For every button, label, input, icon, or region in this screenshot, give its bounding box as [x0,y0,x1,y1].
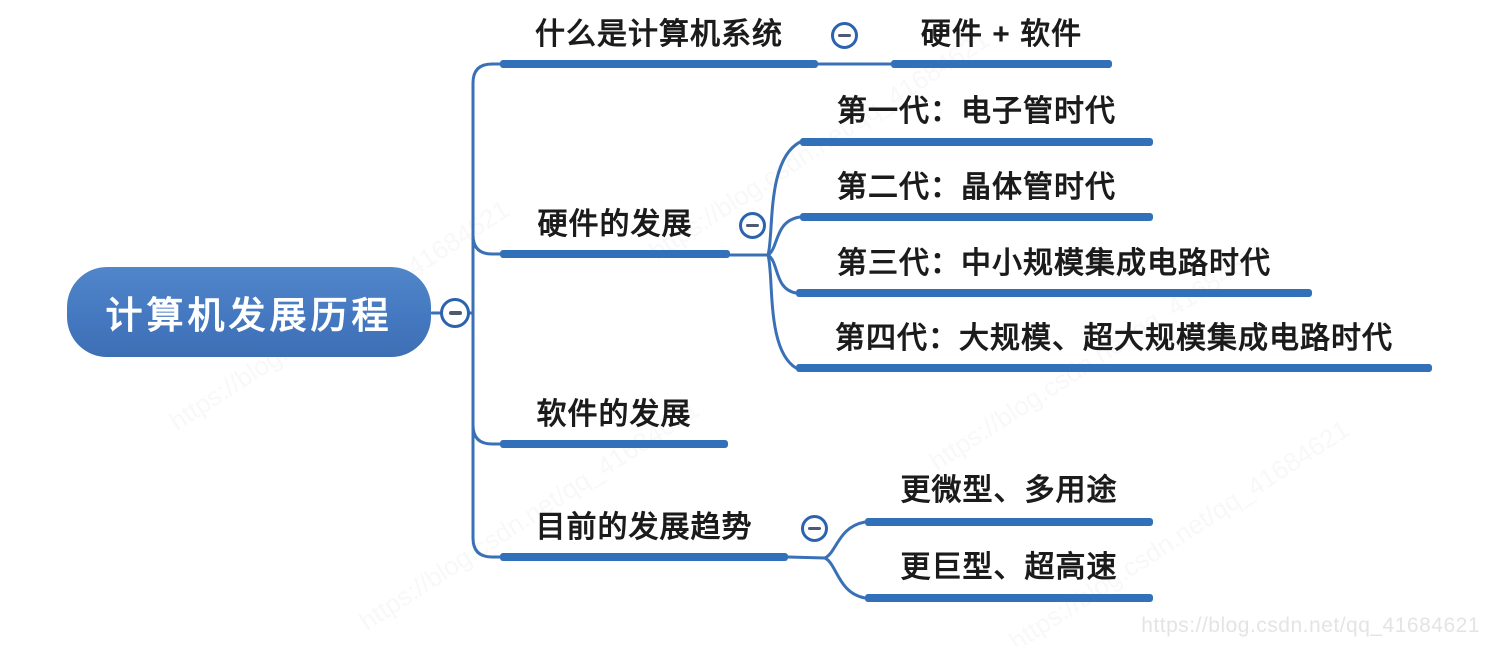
node-hardware-gen4[interactable]: 第四代：大规模、超大规模集成电路时代 [835,322,1393,355]
node-hardware-gen3[interactable]: 第三代：中小规模集成电路时代 [837,247,1271,280]
node-hardware[interactable]: 硬件的发展 [537,208,693,241]
minus-icon [746,223,759,228]
branch-bar-gen2 [800,213,1153,221]
branch-bar-system [500,60,818,68]
node-hardware-gen1[interactable]: 第一代：电子管时代 [837,95,1116,128]
connector-hardware-gen1 [766,140,802,257]
node-hardware-gen2[interactable]: 第二代：晶体管时代 [837,171,1116,204]
root-node[interactable]: 计算机发展历程 [67,267,431,357]
collapse-root-button[interactable] [440,298,470,328]
minus-icon [448,311,462,315]
connector-hardware-gen4 [766,253,798,370]
node-trend[interactable]: 目前的发展趋势 [535,511,753,544]
node-system-child[interactable]: 硬件 + 软件 [920,18,1083,51]
connector-branch-software [471,423,502,446]
collapse-hardware-button[interactable] [739,212,766,239]
branch-bar-software [500,440,728,448]
connector-trend-junction [786,555,827,560]
branch-bar-trend-child2 [865,594,1153,602]
branch-bar-gen1 [800,138,1153,146]
branch-bar-hardware [500,250,730,258]
branch-bar-trend [500,553,788,561]
node-system[interactable]: 什么是计算机系统 [535,18,783,51]
minus-icon [838,33,851,38]
connector-hardware-gen2 [766,215,802,257]
branch-bar-system-child [891,60,1112,68]
connector-branch-hardware [471,233,502,256]
branch-bar-gen4 [796,364,1432,372]
collapse-trend-button[interactable] [801,515,828,542]
connector-trend-child1 [823,520,867,560]
branch-bar-gen3 [796,289,1312,297]
connector-trend-child2 [823,556,867,600]
branch-bar-trend-child1 [865,518,1153,526]
node-software[interactable]: 软件的发展 [536,398,692,431]
connector-hardware-gen3 [766,253,798,295]
node-trend-child1[interactable]: 更微型、多用途 [900,474,1118,507]
collapse-system-button[interactable] [831,22,858,49]
connector-trunk [471,62,502,559]
node-trend-child2[interactable]: 更巨型、超高速 [900,551,1118,584]
minus-icon [808,526,821,531]
